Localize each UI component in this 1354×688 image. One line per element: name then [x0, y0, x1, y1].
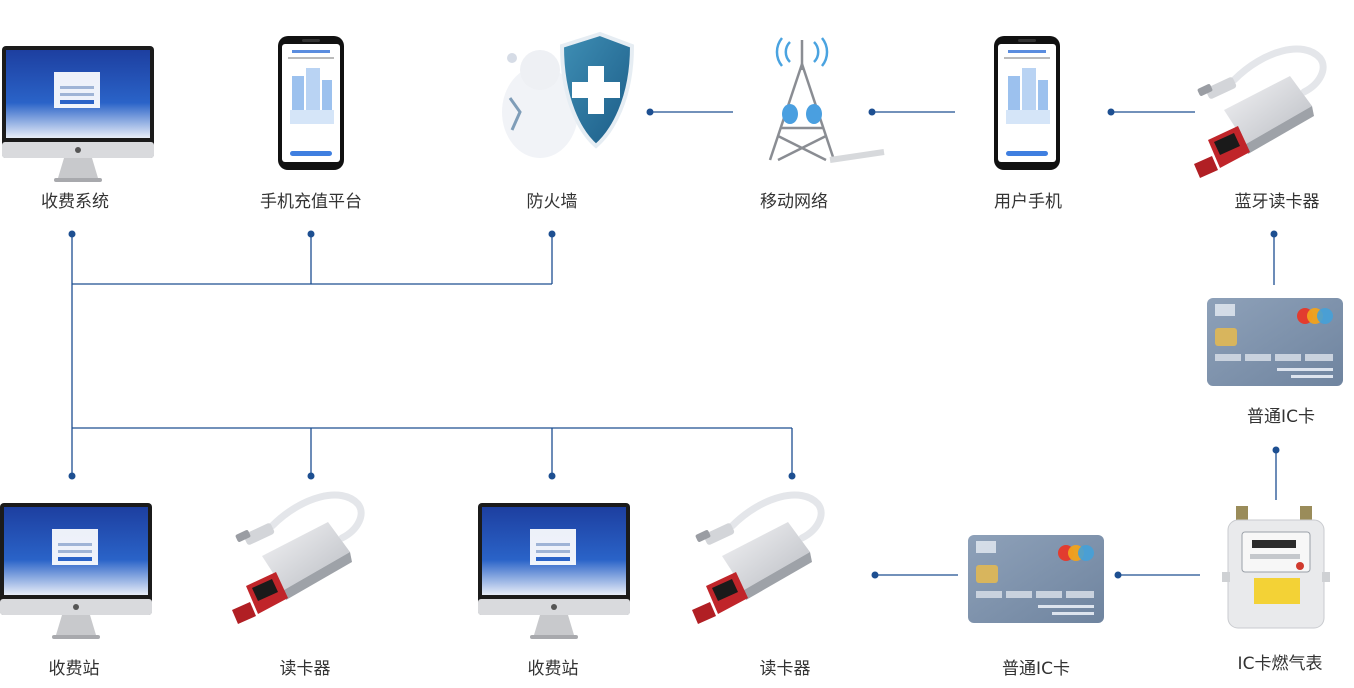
- ic-card-right-icon: [1207, 298, 1343, 386]
- dot: [68, 230, 76, 238]
- ic-card-bottom-icon: [968, 535, 1104, 623]
- reader1-icon: [232, 495, 361, 624]
- label-station-2: 收费站: [527, 659, 579, 679]
- label-reader-2: 读卡器: [759, 659, 811, 679]
- dot: [788, 472, 796, 480]
- station2-monitor-icon: [478, 503, 630, 639]
- label-mobile-recharge: 手机充值平台: [260, 192, 362, 212]
- bluetooth-reader-icon: [1194, 49, 1323, 178]
- connection-dots: [68, 108, 1280, 579]
- dot: [868, 108, 876, 116]
- label-firewall: 防火墙: [526, 192, 578, 212]
- cell-tower-icon: [768, 37, 885, 163]
- dot: [1114, 571, 1122, 579]
- label-reader-1: 读卡器: [279, 659, 331, 679]
- dot: [1107, 108, 1115, 116]
- reader2-icon: [692, 495, 821, 624]
- label-user-phone: 用户手机: [994, 192, 1062, 212]
- dot: [646, 108, 654, 116]
- label-bt-card-reader: 蓝牙读卡器: [1234, 192, 1320, 212]
- dot: [548, 472, 556, 480]
- label-ic-card-right: 普通IC卡: [1247, 407, 1315, 427]
- connection-lines: [71, 111, 1277, 576]
- dot: [871, 571, 879, 579]
- label-mobile-network: 移动网络: [760, 192, 828, 212]
- billing-system-monitor-icon: [2, 46, 154, 182]
- dot: [68, 472, 76, 480]
- label-ic-card-bottom: 普通IC卡: [1002, 659, 1070, 679]
- dot: [1270, 230, 1278, 238]
- label-station-1: 收费站: [48, 659, 100, 679]
- dot: [548, 230, 556, 238]
- recharge-phone-icon: [278, 36, 344, 170]
- dot: [307, 472, 315, 480]
- station1-monitor-icon: [0, 503, 152, 639]
- dot: [307, 230, 315, 238]
- firewall-shield-icon: [502, 31, 635, 158]
- label-billing-system: 收费系统: [41, 192, 109, 212]
- dot: [1272, 446, 1280, 454]
- gas-meter-icon: [1222, 506, 1330, 629]
- user-phone-icon: [994, 36, 1060, 170]
- label-ic-gas-meter: IC卡燃气表: [1237, 654, 1323, 674]
